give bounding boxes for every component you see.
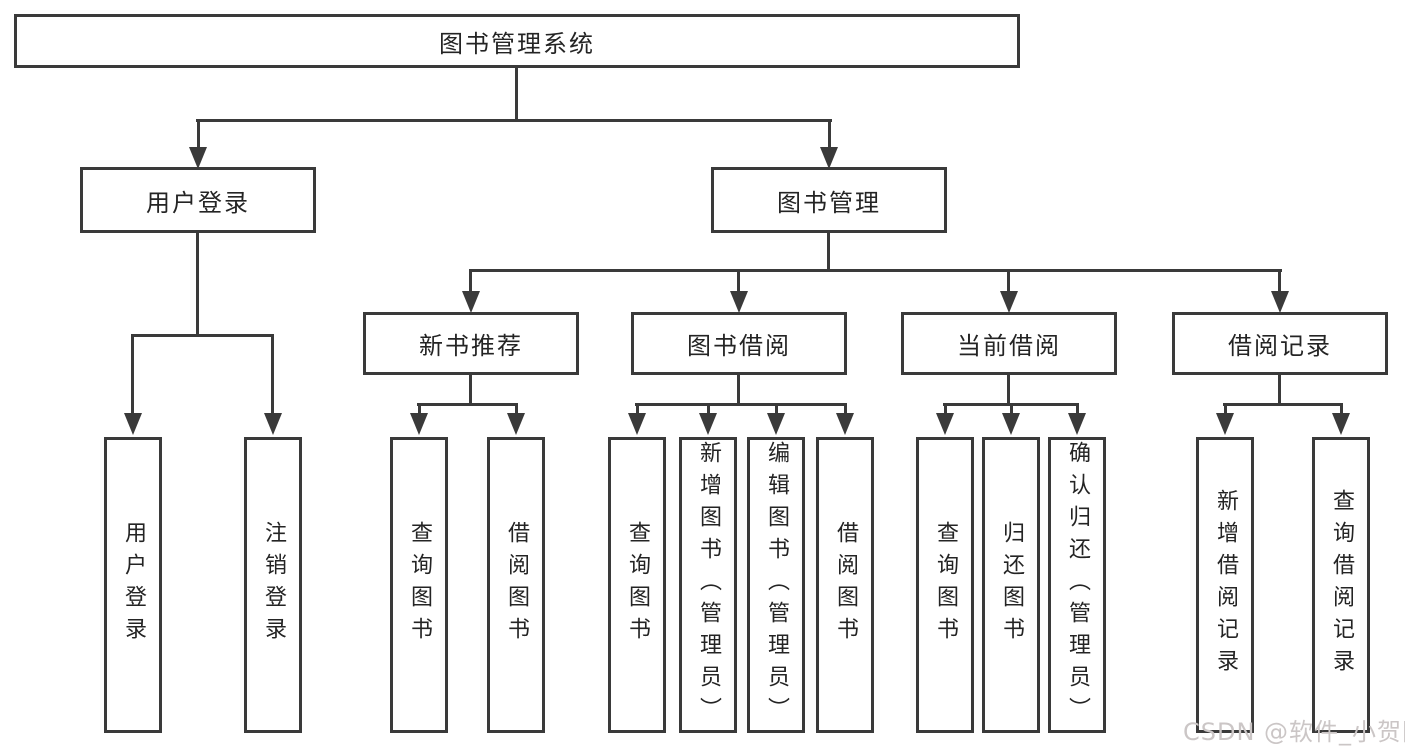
arrow-down-icon bbox=[189, 147, 207, 169]
arrow-down-icon bbox=[936, 413, 954, 435]
connector-root-split bbox=[196, 119, 832, 122]
vertical-label: 归还图书 bbox=[999, 521, 1024, 649]
connector-drop bbox=[844, 403, 847, 416]
node-book-management: 图书管理 bbox=[711, 167, 947, 233]
vertical-label: 注销登录 bbox=[261, 521, 286, 649]
arrow-down-icon bbox=[628, 413, 646, 435]
connector-book-management-split bbox=[469, 269, 1282, 272]
arrow-down-icon bbox=[730, 291, 748, 313]
leaf-confirm-return-admin: 确认归还（管理员） bbox=[1048, 437, 1106, 733]
leaf-borrow-books: 借阅图书 bbox=[816, 437, 874, 733]
connector-current-borrowing-stem bbox=[1007, 375, 1010, 405]
leaf-search-books-recommend: 查询图书 bbox=[390, 437, 448, 733]
leaf-edit-book-admin: 编辑图书（管理员） bbox=[747, 437, 805, 733]
arrow-down-icon bbox=[1332, 413, 1350, 435]
leaf-logout: 注销登录 bbox=[244, 437, 302, 733]
arrow-down-icon bbox=[836, 413, 854, 435]
leaf-add-book-admin: 新增图书（管理员） bbox=[679, 437, 737, 733]
vertical-label: 查询借阅记录 bbox=[1329, 489, 1354, 681]
connector-new-book-split bbox=[417, 403, 518, 406]
leaf-new-borrow-record: 新增借阅记录 bbox=[1196, 437, 1254, 733]
node-library-system: 图书管理系统 bbox=[14, 14, 1020, 68]
arrow-down-icon bbox=[699, 413, 717, 435]
arrow-down-icon bbox=[1068, 413, 1086, 435]
connector-borrowing-records-split bbox=[1223, 403, 1343, 406]
connector-user-login-split bbox=[131, 334, 274, 337]
connector-drop-user-login bbox=[197, 119, 200, 151]
vertical-label: 借阅图书 bbox=[833, 521, 858, 649]
connector-new-book-stem bbox=[469, 375, 472, 405]
vertical-label: 查询图书 bbox=[625, 521, 650, 649]
connector-drop-book-management bbox=[828, 119, 831, 151]
connector-drop-borrowing-records bbox=[1278, 269, 1281, 293]
vertical-label: 查询图书 bbox=[407, 521, 432, 649]
vertical-label: 查询图书 bbox=[933, 521, 958, 649]
arrow-down-icon bbox=[767, 413, 785, 435]
arrow-down-icon bbox=[507, 413, 525, 435]
arrow-down-icon bbox=[1000, 291, 1018, 313]
leaf-search-books-current: 查询图书 bbox=[916, 437, 974, 733]
arrow-down-icon bbox=[410, 413, 428, 435]
vertical-label: 新增图书（管理员） bbox=[696, 441, 721, 729]
leaf-search-books-borrowing: 查询图书 bbox=[608, 437, 666, 733]
arrow-down-icon bbox=[820, 147, 838, 169]
connector-drop bbox=[1224, 403, 1227, 416]
node-borrowing-records: 借阅记录 bbox=[1172, 312, 1388, 375]
leaf-borrow-books-recommend: 借阅图书 bbox=[487, 437, 545, 733]
node-new-book-recommendation: 新书推荐 bbox=[363, 312, 579, 375]
leaf-user-login: 用户登录 bbox=[104, 437, 162, 733]
connector-drop-leaf-logout bbox=[271, 334, 274, 416]
node-user-login: 用户登录 bbox=[80, 167, 316, 233]
connector-drop bbox=[515, 403, 518, 416]
leaf-return-books: 归还图书 bbox=[982, 437, 1040, 733]
connector-drop bbox=[1010, 403, 1013, 416]
node-current-borrowing: 当前借阅 bbox=[901, 312, 1117, 375]
connector-drop bbox=[707, 403, 710, 416]
connector-drop bbox=[1076, 403, 1079, 416]
connector-drop-book-borrowing bbox=[737, 269, 740, 293]
connector-drop-leaf-user-login bbox=[131, 334, 134, 416]
leaf-search-borrow-record: 查询借阅记录 bbox=[1312, 437, 1370, 733]
connector-drop bbox=[1340, 403, 1343, 416]
connector-book-borrowing-stem bbox=[737, 375, 740, 405]
csdn-watermark: CSDN @软件_小贺同学 bbox=[1183, 718, 1405, 746]
connector-user-login-stem bbox=[196, 233, 199, 336]
connector-drop bbox=[944, 403, 947, 416]
vertical-label: 新增借阅记录 bbox=[1213, 489, 1238, 681]
connector-drop bbox=[636, 403, 639, 416]
vertical-label: 用户登录 bbox=[121, 521, 146, 649]
arrow-down-icon bbox=[124, 413, 142, 435]
arrow-down-icon bbox=[1002, 413, 1020, 435]
arrow-down-icon bbox=[462, 291, 480, 313]
arrow-down-icon bbox=[1271, 291, 1289, 313]
connector-book-borrowing-split bbox=[635, 403, 847, 406]
vertical-label: 确认归还（管理员） bbox=[1065, 441, 1090, 729]
connector-drop-current-borrowing bbox=[1007, 269, 1010, 293]
connector-drop-new-book bbox=[469, 269, 472, 293]
vertical-label: 编辑图书（管理员） bbox=[764, 441, 789, 729]
vertical-label: 借阅图书 bbox=[504, 521, 529, 649]
connector-root-stem bbox=[515, 68, 518, 122]
arrow-down-icon bbox=[264, 413, 282, 435]
arrow-down-icon bbox=[1216, 413, 1234, 435]
connector-drop bbox=[418, 403, 421, 416]
connector-book-management-stem bbox=[827, 233, 830, 271]
connector-drop bbox=[775, 403, 778, 416]
node-book-borrowing: 图书借阅 bbox=[631, 312, 847, 375]
connector-borrowing-records-stem bbox=[1278, 375, 1281, 405]
